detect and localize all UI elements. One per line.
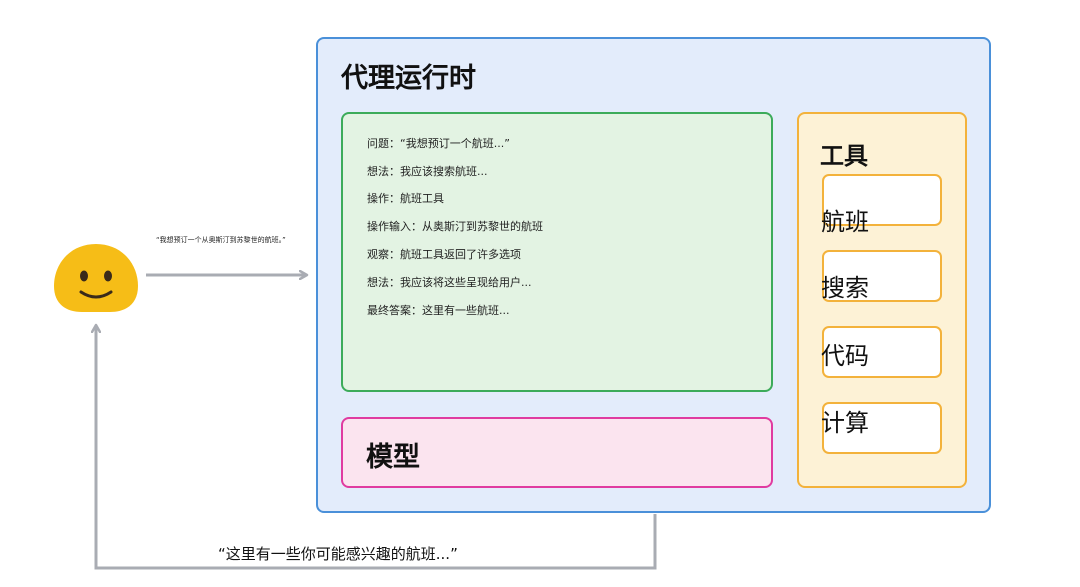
tools-title: 工具	[820, 142, 868, 170]
trace-line-thought: 想法：我应该搜索航班...	[367, 165, 488, 178]
response-message: “这里有一些你可能感兴趣的航班...”	[218, 545, 458, 563]
tool-card-search	[822, 250, 942, 302]
trace-line-observation: 观察：航班工具返回了许多选项	[367, 248, 521, 261]
trace-line-action-input: 操作输入：从奥斯汀到苏黎世的航班	[367, 220, 543, 233]
tool-label-search: 搜索	[821, 274, 869, 302]
runtime-title: 代理运行时	[341, 63, 476, 94]
tool-label-flights: 航班	[821, 208, 869, 236]
reasoning-trace-box	[341, 112, 773, 392]
model-box	[341, 417, 773, 488]
smiley-face-icon	[54, 244, 138, 312]
model-label: 模型	[366, 442, 420, 473]
tool-card-code	[822, 326, 942, 378]
trace-line-thought-2: 想法：我应该将这些呈现给用户...	[367, 276, 532, 289]
tool-label-calculate: 计算	[821, 409, 869, 437]
trace-line-final-answer: 最终答案：这里有一些航班...	[367, 304, 510, 317]
tool-label-code: 代码	[821, 342, 869, 370]
request-message: “我想预订一个从奥斯汀到苏黎世的航班。”	[156, 236, 286, 244]
trace-line-action: 操作：航班工具	[367, 192, 444, 205]
tool-card-calculate	[822, 402, 942, 454]
tool-card-flights	[822, 174, 942, 226]
trace-line-question: 问题：“我想预订一个航班...”	[367, 137, 510, 150]
